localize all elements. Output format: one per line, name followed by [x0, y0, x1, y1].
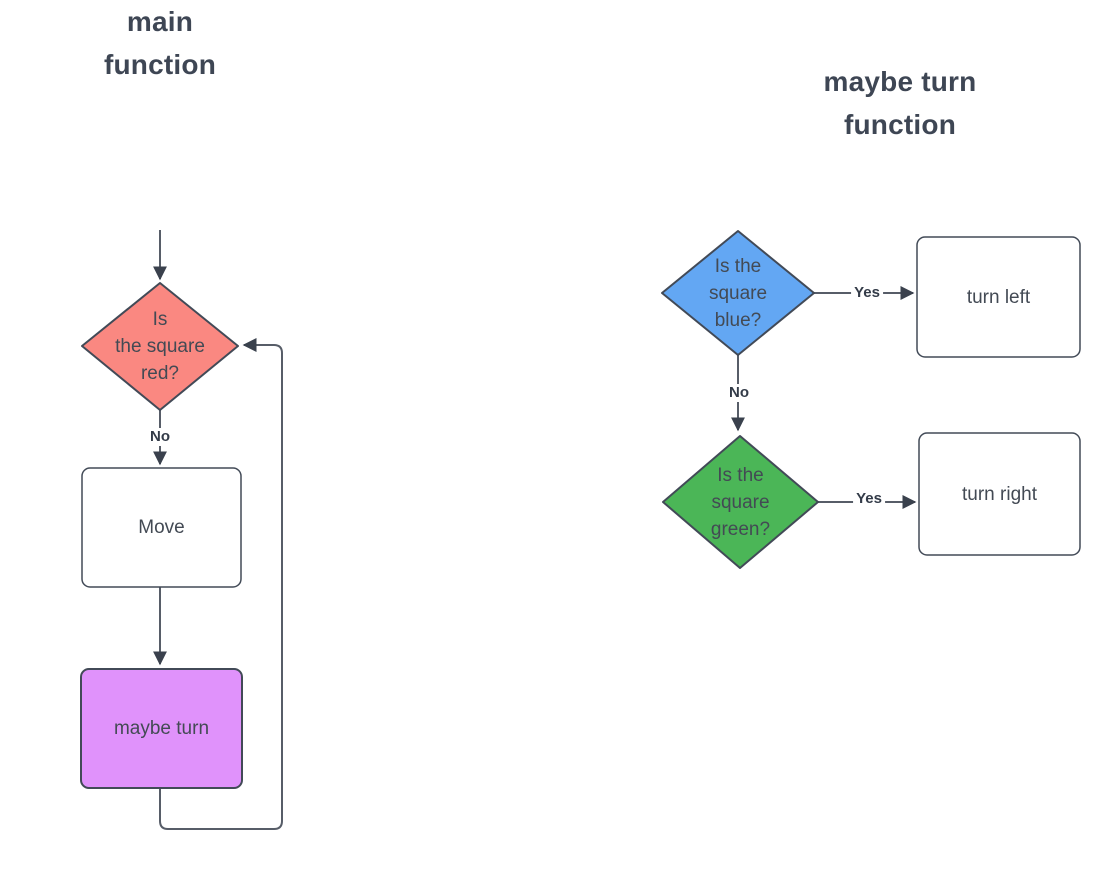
decision-is-square-blue-label: Is the square blue?	[708, 255, 768, 331]
process-maybe-turn	[80, 668, 243, 789]
process-move	[81, 467, 242, 588]
process-turn-left-label: turn left	[966, 286, 1031, 308]
edge-label-no-main: No	[147, 428, 173, 446]
connector-loop-back-to-red-decision	[159, 338, 283, 830]
decision-is-square-green	[662, 435, 819, 569]
process-maybe-turn-label: maybe turn	[113, 718, 210, 739]
process-turn-right-label: turn right	[962, 483, 1037, 505]
decision-is-square-blue	[661, 230, 815, 356]
decision-is-square-red-label: Is the square red?	[115, 309, 205, 384]
decision-is-square-red	[81, 282, 239, 411]
maybe-turn-function-title: maybe turn function	[823, 66, 977, 140]
process-turn-left	[916, 236, 1081, 358]
edge-label-no-blue: No	[726, 384, 752, 402]
edge-label-yes-green: Yes	[853, 490, 885, 508]
process-move-label: Move	[138, 517, 185, 538]
decision-is-square-green-label: Is the square green?	[710, 464, 771, 540]
process-turn-right	[918, 432, 1081, 556]
edge-label-yes-blue: Yes	[851, 284, 883, 302]
main-function-title: main function	[103, 6, 216, 80]
